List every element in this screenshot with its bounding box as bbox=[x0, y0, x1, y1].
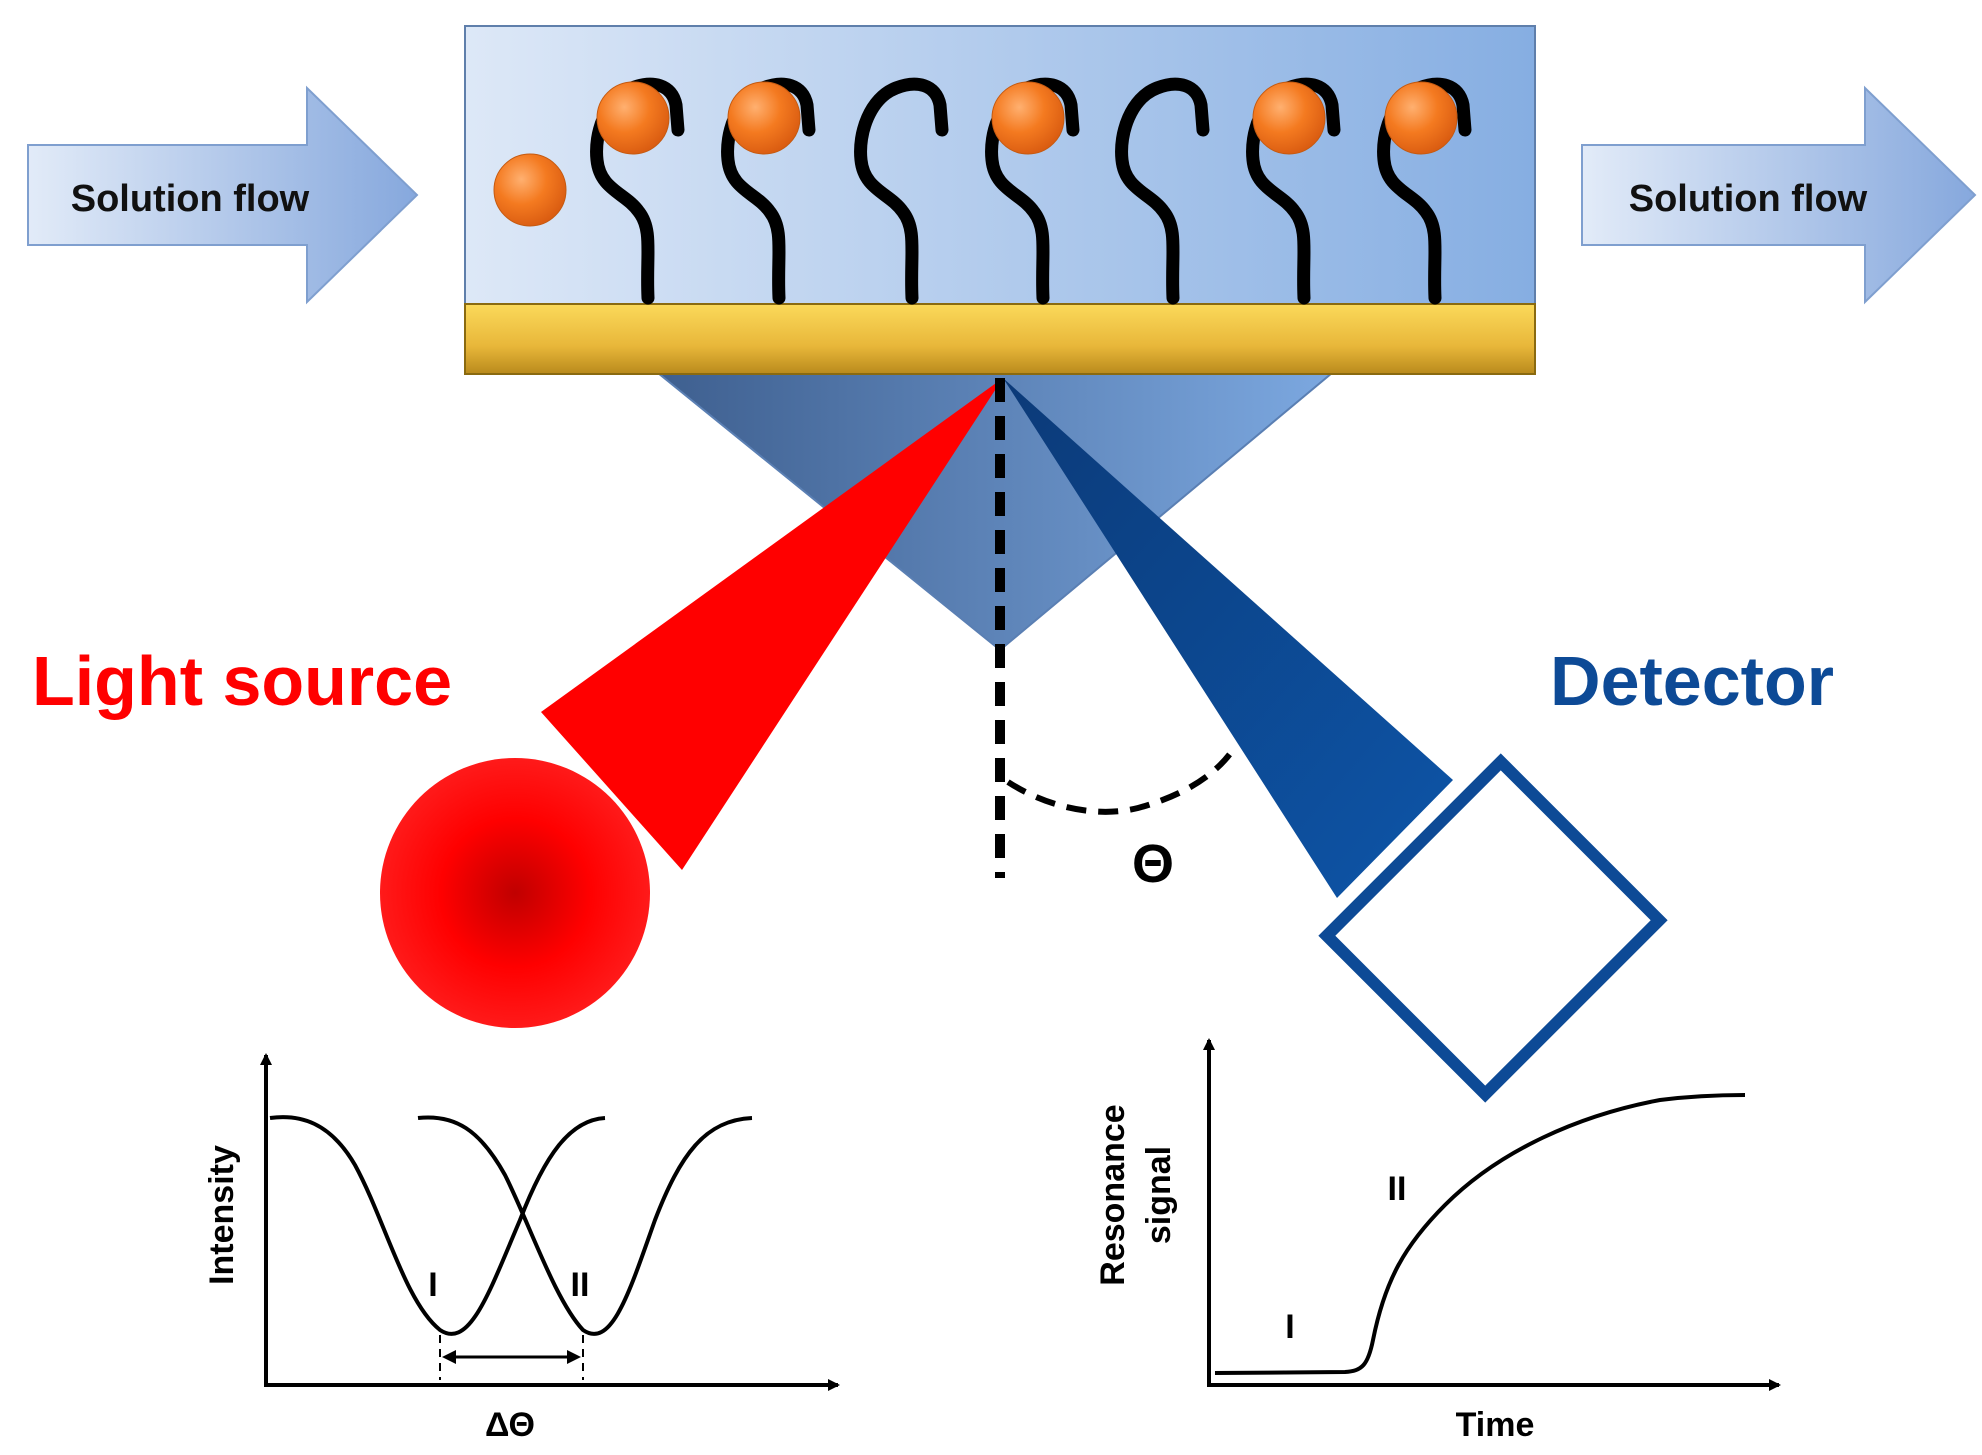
phase-i-label: I bbox=[1285, 1308, 1294, 1346]
arrow-left-icon bbox=[442, 1350, 456, 1364]
flow-out-arrow: Solution flow bbox=[1581, 85, 1977, 305]
orange-circle-icon bbox=[727, 81, 801, 155]
reflected-beam bbox=[1003, 378, 1453, 898]
right-plot-ylabel-line1: Resonance bbox=[1094, 1104, 1132, 1285]
orange-circle-icon bbox=[596, 81, 670, 155]
left-plot: I II ΔΘ Intensity bbox=[203, 1053, 840, 1444]
angle-arc bbox=[1006, 743, 1239, 815]
detector-box-icon bbox=[1318, 753, 1668, 1103]
flow-in-arrow: Solution flow bbox=[27, 85, 419, 305]
arrow-right-icon bbox=[567, 1350, 581, 1364]
hook-receptor-icon bbox=[985, 77, 1080, 305]
flow-in-label: Solution flow bbox=[71, 178, 310, 220]
light-source-label: Light source bbox=[32, 642, 452, 720]
orange-circle-icon bbox=[991, 81, 1065, 155]
receptor-layer bbox=[590, 77, 1472, 305]
orange-circle-icon bbox=[1384, 81, 1458, 155]
left-plot-ylabel: Intensity bbox=[203, 1145, 241, 1285]
phase-ii-label: II bbox=[1388, 1170, 1407, 1208]
hook-receptor-icon bbox=[1115, 77, 1210, 305]
detector-label: Detector bbox=[1550, 642, 1834, 720]
binding-curve bbox=[1214, 1093, 1746, 1375]
right-plot-xlabel: Time bbox=[1456, 1406, 1535, 1444]
right-plot: I II Time Resonance signal bbox=[1094, 1038, 1781, 1444]
resonance-curve-ii bbox=[417, 1115, 753, 1336]
flow-out-label: Solution flow bbox=[1629, 178, 1868, 220]
right-arrow-icon bbox=[27, 85, 419, 305]
left-plot-xlabel: ΔΘ bbox=[485, 1406, 535, 1444]
right-plot-ylabel-line2: signal bbox=[1140, 1146, 1178, 1244]
dip-ii-label: II bbox=[571, 1266, 590, 1304]
hook-receptor-icon bbox=[590, 77, 685, 305]
resonance-curve-i bbox=[269, 1115, 606, 1336]
right-arrow-icon bbox=[1581, 85, 1977, 305]
particle-layer bbox=[493, 81, 1458, 227]
theta-label: Θ bbox=[1132, 834, 1174, 894]
incident-beam bbox=[541, 378, 1003, 870]
hook-receptor-icon bbox=[721, 77, 816, 305]
hook-receptor-icon bbox=[1377, 77, 1472, 305]
dip-i-label: I bbox=[428, 1266, 437, 1304]
flow-cell bbox=[464, 25, 1536, 305]
light-bulb-icon bbox=[380, 758, 650, 1028]
orange-circle-icon bbox=[493, 153, 567, 227]
orange-circle-icon bbox=[1252, 81, 1326, 155]
hook-receptor-icon bbox=[854, 77, 949, 305]
gold-film bbox=[464, 303, 1536, 375]
hook-receptor-icon bbox=[1246, 77, 1341, 305]
